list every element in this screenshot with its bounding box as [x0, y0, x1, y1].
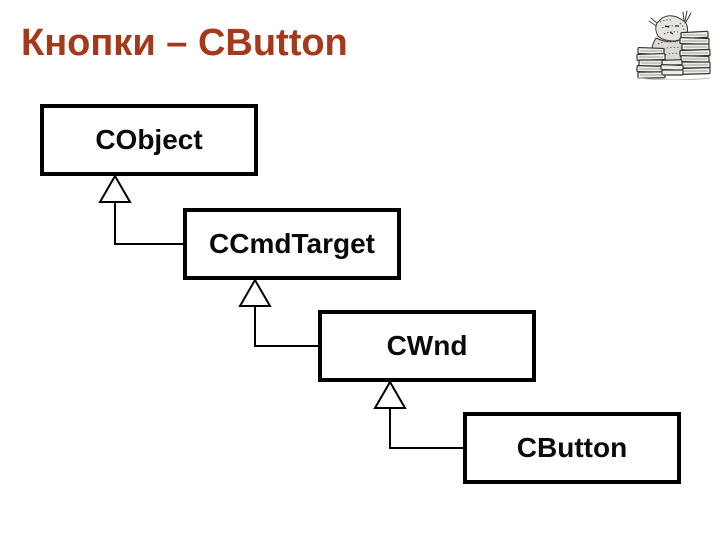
class-name-label: CObject	[95, 124, 203, 155]
class-name-label: CButton	[516, 432, 628, 463]
class-box-cobject: CObject	[40, 104, 258, 176]
class-box-cwnd: CWnd	[318, 310, 536, 382]
inheritance-triangle-icon	[373, 379, 407, 409]
inheritance-arrow-cobject	[98, 173, 185, 245]
class-box-cbutton: CButton	[463, 412, 681, 484]
inheritance-triangle-icon	[98, 173, 132, 203]
class-name-label: CWnd	[386, 330, 468, 361]
inheritance-arrow-ccmdtarget	[238, 277, 320, 347]
class-box-ccmdtarget: CCmdTarget	[183, 208, 401, 280]
inheritance-arrow-cwnd	[373, 379, 465, 449]
cat-on-books-image	[636, 10, 711, 80]
inheritance-triangle-icon	[238, 277, 272, 307]
class-name-label: CCmdTarget	[209, 228, 375, 259]
page-title: Кнопки – CButton	[21, 22, 348, 64]
